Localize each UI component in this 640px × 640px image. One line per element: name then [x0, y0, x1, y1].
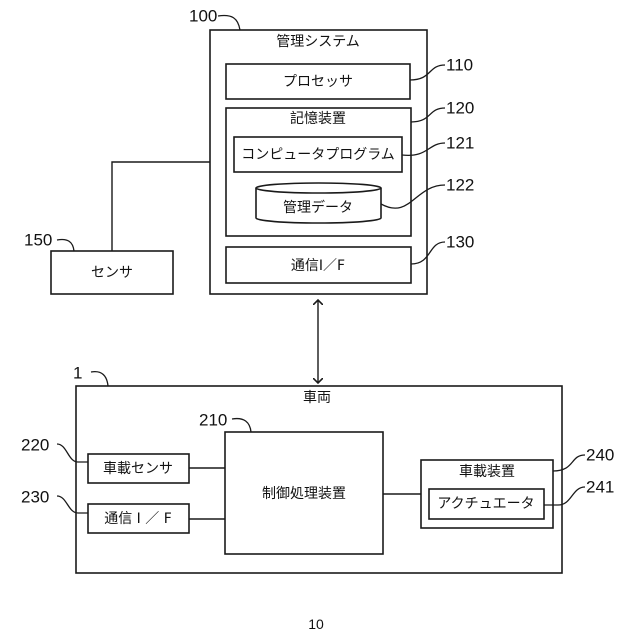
management-system-leader: [218, 16, 240, 30]
sensor: センサ 150: [24, 162, 210, 294]
management-system-title: 管理システム: [276, 34, 360, 50]
sensor-label: センサ: [91, 265, 133, 281]
computer-program: コンピュータプログラム 121: [234, 134, 474, 173]
control-processing-device-label: 制御処理装置: [262, 486, 346, 502]
control-processing-device: 制御処理装置 210: [199, 411, 383, 555]
onboard-device-ref: 240: [586, 446, 614, 465]
figure-number: 10: [308, 616, 324, 632]
management-comm-if-label: 通信I／F: [291, 258, 345, 274]
sensor-ref: 150: [24, 231, 52, 250]
actuator-ref: 241: [586, 478, 614, 497]
computer-program-label: コンピュータプログラム: [241, 147, 395, 163]
management-data-label: 管理データ: [283, 199, 353, 216]
actuator-label: アクチュエータ: [437, 496, 534, 512]
onboard-sensor-label: 車載センサ: [103, 460, 173, 477]
sensor-leader: [57, 239, 74, 251]
vehicle-ref: 1: [73, 364, 82, 383]
onboard-sensor-ref: 220: [21, 436, 49, 455]
onboard-device-title: 車載装置: [459, 463, 515, 480]
vehicle-title: 車両: [303, 389, 331, 406]
sensor-connection-line: [112, 162, 210, 251]
processor-label: プロセッサ: [283, 74, 353, 90]
storage-device: 記憶装置 120 コンピュータプログラム 121 管理データ 122: [226, 99, 474, 237]
management-comm-if-ref: 130: [446, 233, 474, 252]
storage-device-title: 記憶装置: [290, 110, 346, 127]
management-data-ref: 122: [446, 176, 474, 195]
computer-program-ref: 121: [446, 134, 474, 153]
processor-ref: 110: [446, 56, 473, 75]
management-system-ref: 100: [189, 7, 217, 26]
vehicle-comm-if-label: 通信 I ／ F: [104, 511, 172, 527]
vehicle: 車両 1 制御処理装置 210 車載センサ 220 通信 I ／ F 230: [21, 364, 614, 574]
vehicle-comm-if-ref: 230: [21, 488, 49, 507]
storage-device-ref: 120: [446, 99, 474, 118]
management-system: 管理システム 100 プロセッサ 110 記憶装置 120 コンピュータプログラ…: [189, 7, 474, 295]
control-processing-device-ref: 210: [199, 411, 227, 430]
database-cylinder-top: [256, 183, 381, 193]
vehicle-leader: [91, 372, 108, 386]
